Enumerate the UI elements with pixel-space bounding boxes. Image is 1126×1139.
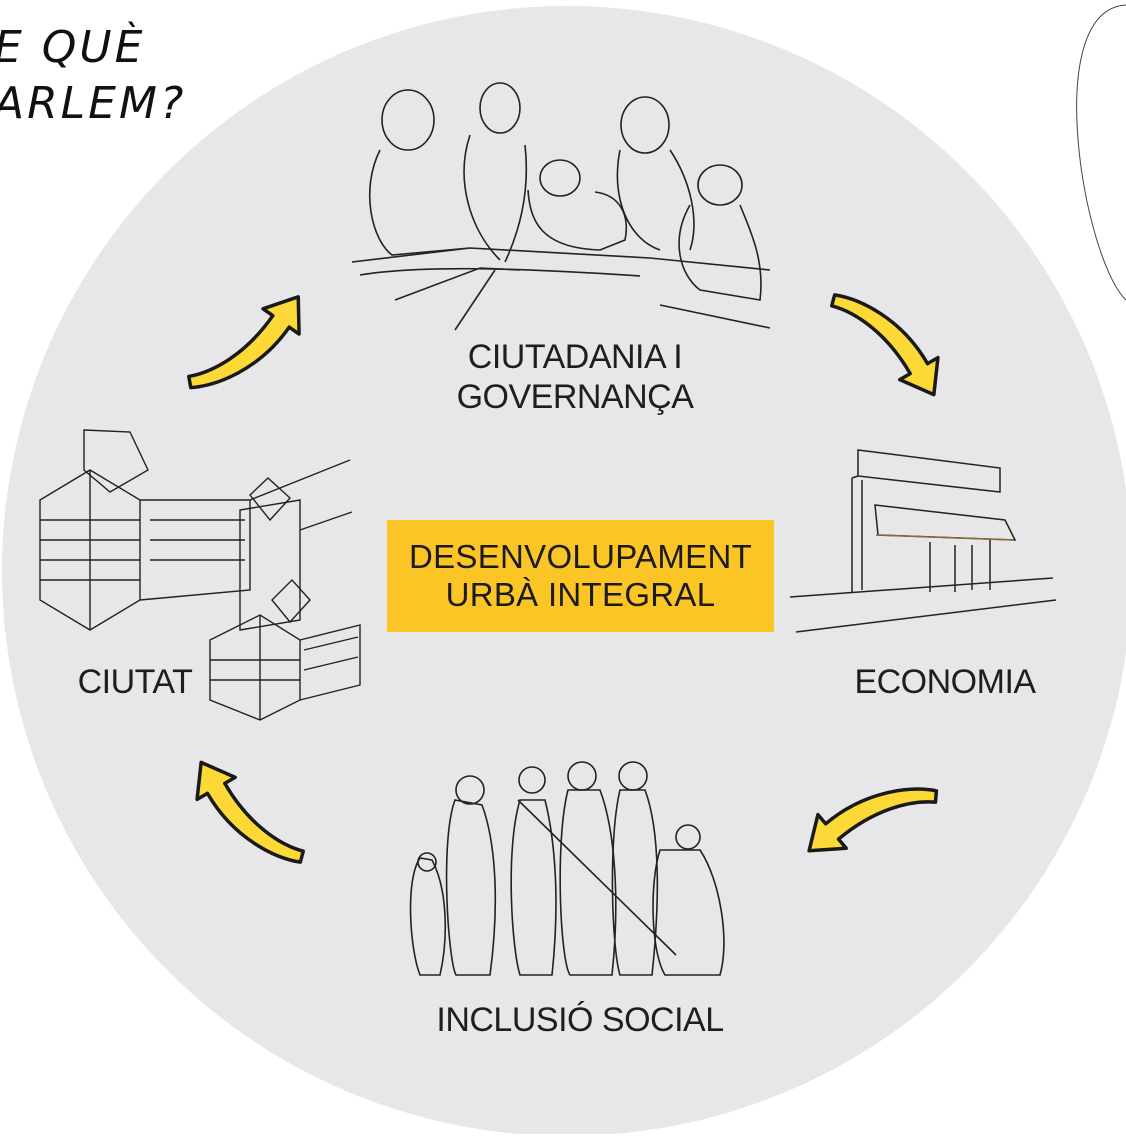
ciutadania-label-line-1: CIUTADANIA I [467,338,683,376]
economia-label: ECONOMIA [854,663,1036,701]
isometric-buildings-sketch [39,429,361,721]
center-highlight-box [387,520,774,632]
people-around-table-sketch [351,82,771,331]
ciutat-label: CIUTAT [77,663,193,701]
shop-front-awning-sketch [789,449,1057,633]
ciutadania-label-line-2: GOVERNANÇA [456,378,694,416]
center-text-box: DESENVOLUPAMENT URBÀ INTEGRAL [387,520,774,632]
diverse-people-silhouettes [409,761,725,976]
center-label-line-1: DESENVOLUPAMENT [408,538,753,575]
secondary-circle-arc [1076,4,1126,301]
inclusio-social-label: INCLUSIÓ SOCIAL [436,1001,724,1039]
center-label-line-2: URBÀ INTEGRAL [445,576,716,613]
heading-line-1: E QUÈ [0,22,146,73]
heading-line-2: ARLEM? [0,78,187,129]
